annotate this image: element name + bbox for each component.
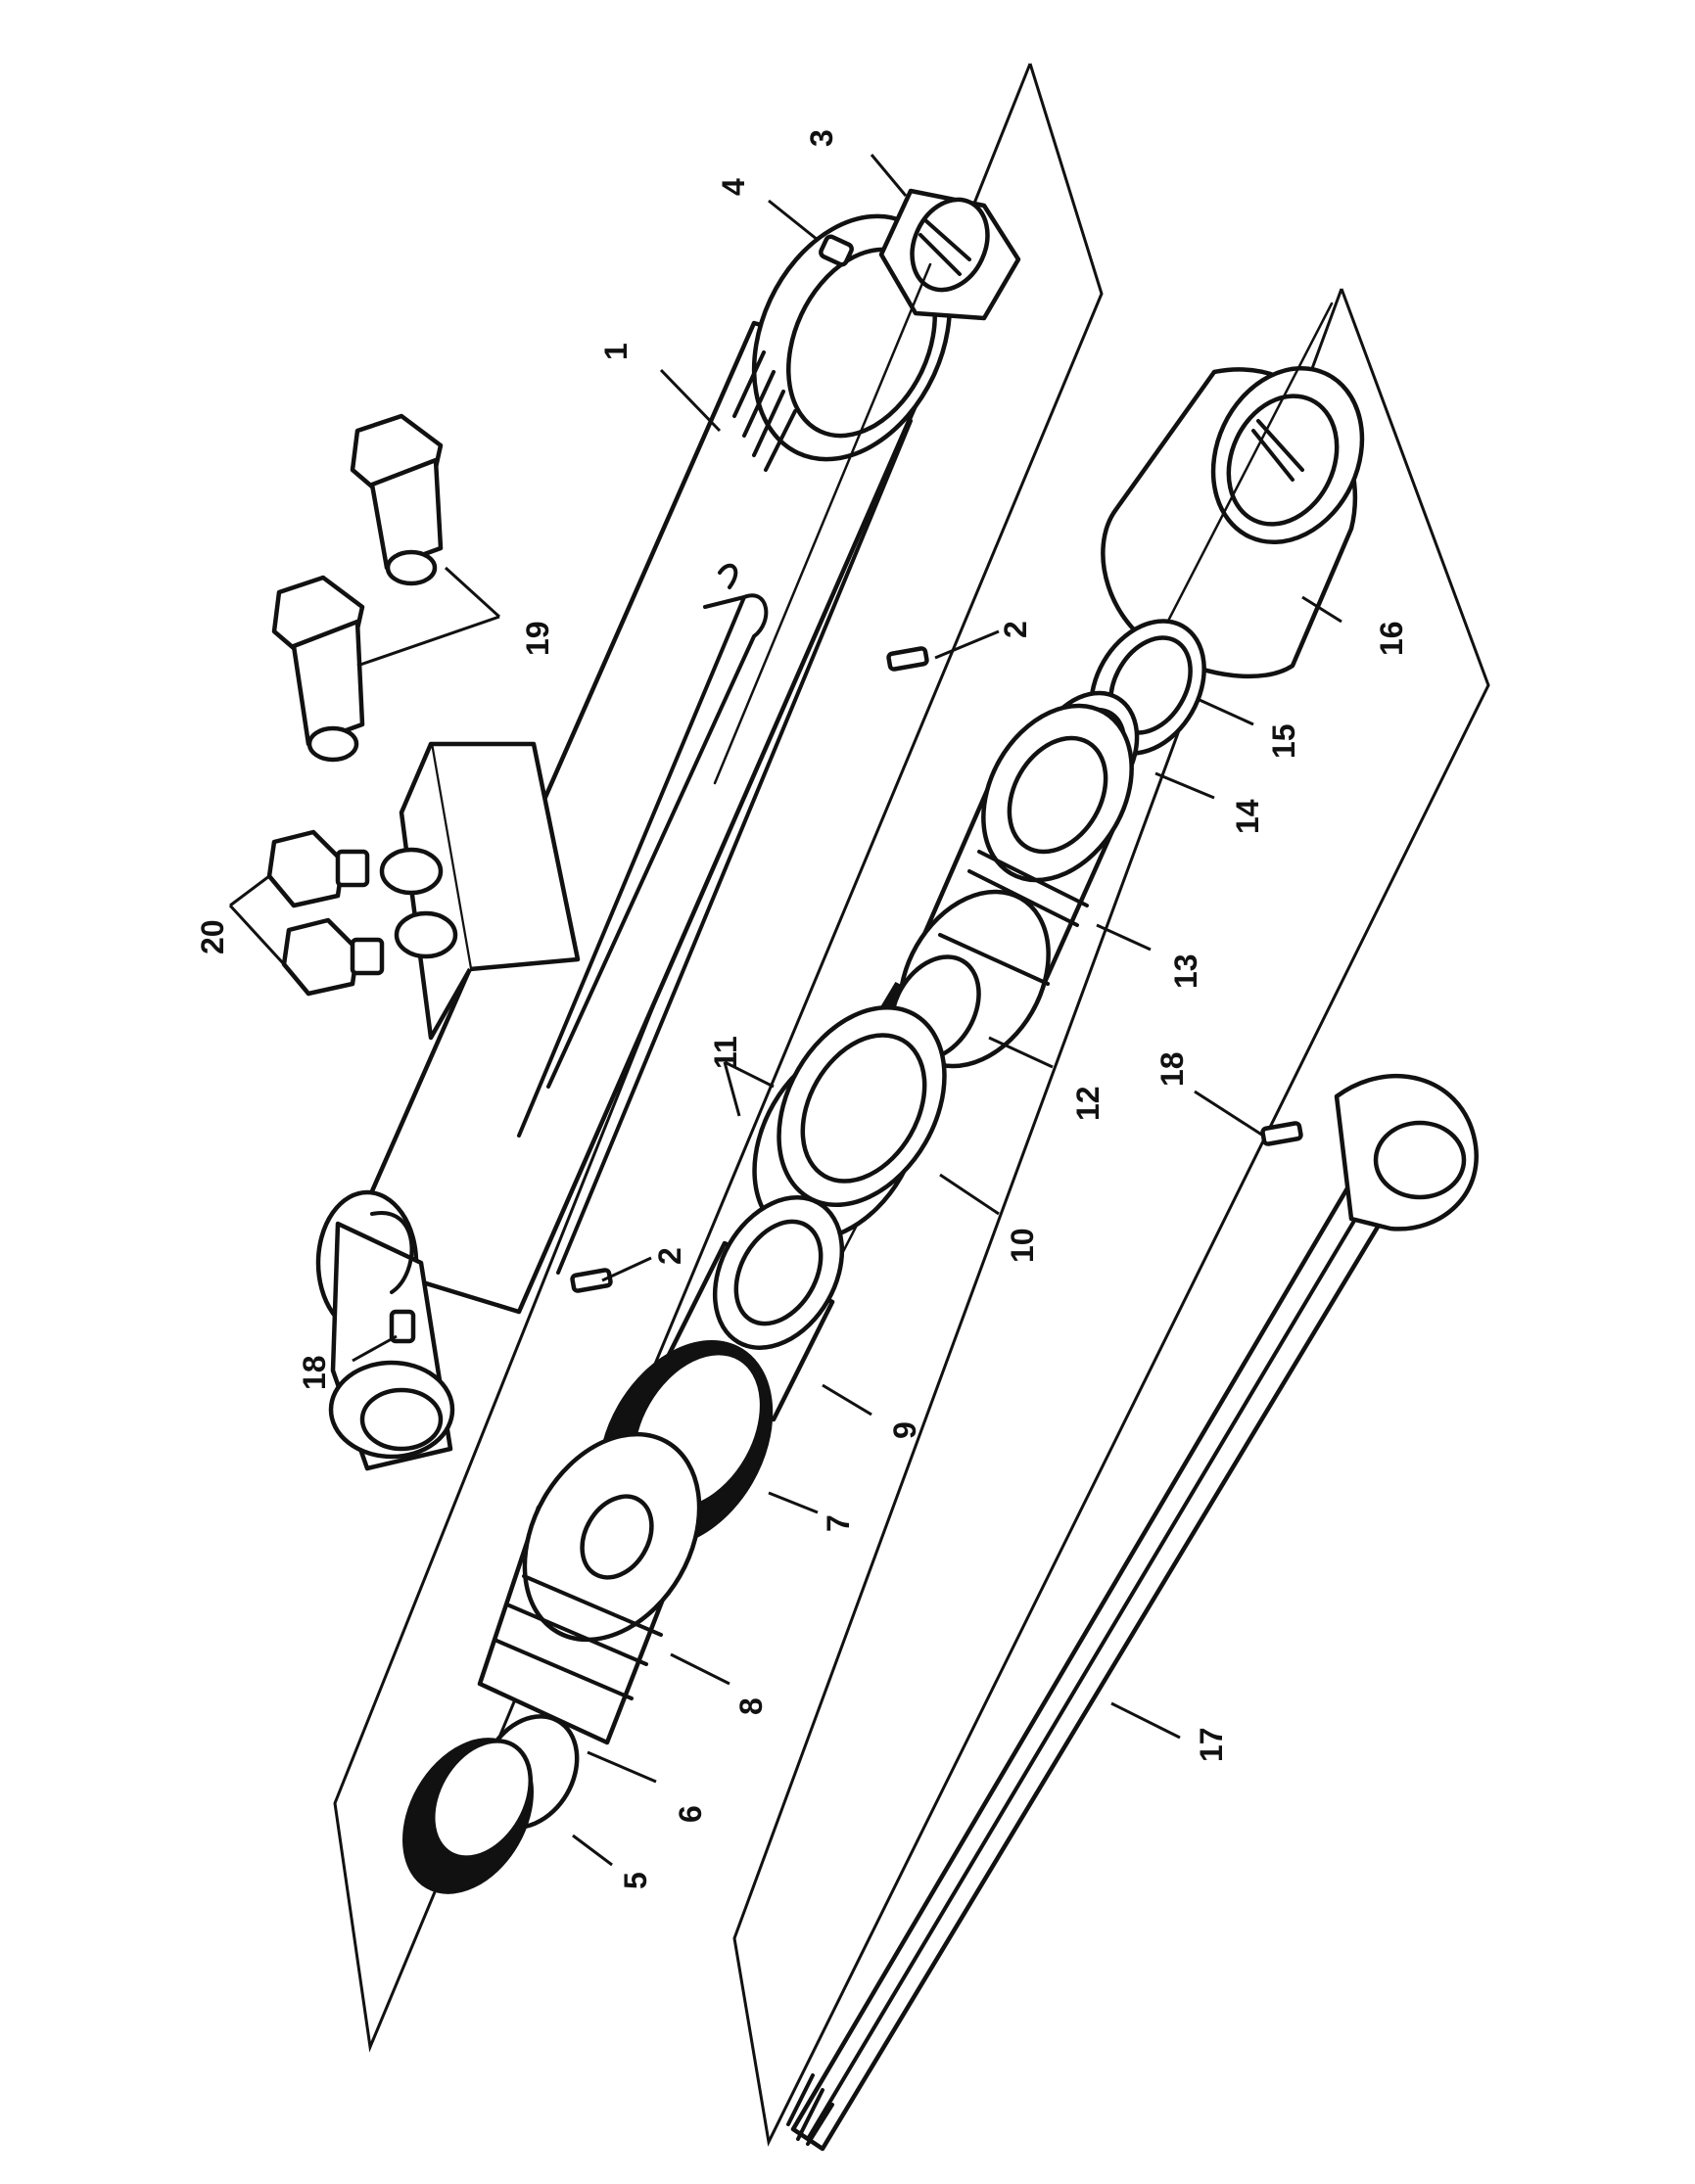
part-20-plug-upper	[266, 829, 370, 908]
callout-6: 6	[673, 1805, 708, 1823]
callout-12: 12	[1070, 1086, 1106, 1121]
part-18-fitting-lower	[1260, 1121, 1303, 1146]
callout-4: 4	[716, 178, 751, 196]
axis-line-upper	[713, 262, 932, 785]
callout-10: 10	[1005, 1228, 1040, 1263]
leader-9	[822, 1383, 872, 1417]
leader-1	[659, 368, 722, 433]
lower-plane-outline	[732, 288, 1490, 2147]
leader-2-lower	[601, 1256, 652, 1282]
callout-2-upper: 2	[998, 621, 1033, 638]
leader-8	[670, 1652, 730, 1686]
callout-11: 11	[708, 1036, 743, 1069]
part-19-relief-valve-upper	[350, 413, 444, 586]
leader-15	[1199, 698, 1254, 726]
part-3-nut	[878, 188, 1021, 321]
leader-13	[1096, 923, 1152, 952]
leader-14	[1154, 771, 1215, 800]
leader-20	[228, 874, 286, 966]
callout-5: 5	[618, 1872, 653, 1889]
barrel-end-clevis	[315, 1189, 455, 1471]
leader-4	[768, 199, 819, 242]
leader-12	[988, 1036, 1054, 1069]
callout-19: 19	[520, 621, 555, 656]
part-20-plug-lower	[281, 917, 385, 997]
cylinder-barrel	[340, 213, 953, 1315]
callout-3: 3	[804, 129, 839, 147]
part-18-fitting-upper	[389, 1309, 416, 1344]
part-17-piston-rod	[786, 1074, 1479, 2152]
callout-13: 13	[1168, 953, 1203, 989]
leader-18-upper	[352, 1334, 398, 1363]
leader-17	[1110, 1701, 1181, 1740]
callout-18-lower: 18	[1154, 1051, 1190, 1087]
callout-1: 1	[598, 343, 634, 360]
callout-16: 16	[1374, 621, 1409, 656]
leader-11	[723, 1060, 775, 1117]
upper-plane-outline	[333, 63, 1104, 2053]
callout-20: 20	[195, 919, 230, 954]
valve-block	[379, 741, 581, 1041]
part-10-piston-seal	[752, 1004, 947, 1242]
part-2-grease-fitting-upper	[886, 646, 929, 672]
callout-17: 17	[1194, 1727, 1229, 1762]
callout-8: 8	[733, 1697, 769, 1715]
callout-7: 7	[821, 1514, 856, 1532]
part-8-piston	[477, 1431, 702, 1745]
callout-2-lower: 2	[652, 1247, 687, 1265]
leader-7	[768, 1491, 819, 1514]
leader-2-upper	[934, 629, 1000, 660]
leader-18-lower	[1194, 1090, 1264, 1138]
leader-10	[939, 1173, 1000, 1216]
part-16-head	[1101, 365, 1365, 679]
callout-14: 14	[1230, 799, 1265, 834]
part-19-relief-valve-lower	[271, 575, 365, 763]
leader-19	[356, 566, 501, 668]
leader-3	[870, 154, 908, 197]
leader-16	[1301, 595, 1342, 624]
callout-15: 15	[1266, 723, 1301, 759]
callout-9: 9	[887, 1421, 922, 1439]
part-4-setscrew	[819, 234, 854, 267]
leader-6	[587, 1750, 657, 1784]
part-5-nut	[402, 1738, 534, 1894]
leader-5	[572, 1834, 613, 1867]
callout-18-upper: 18	[297, 1355, 332, 1390]
